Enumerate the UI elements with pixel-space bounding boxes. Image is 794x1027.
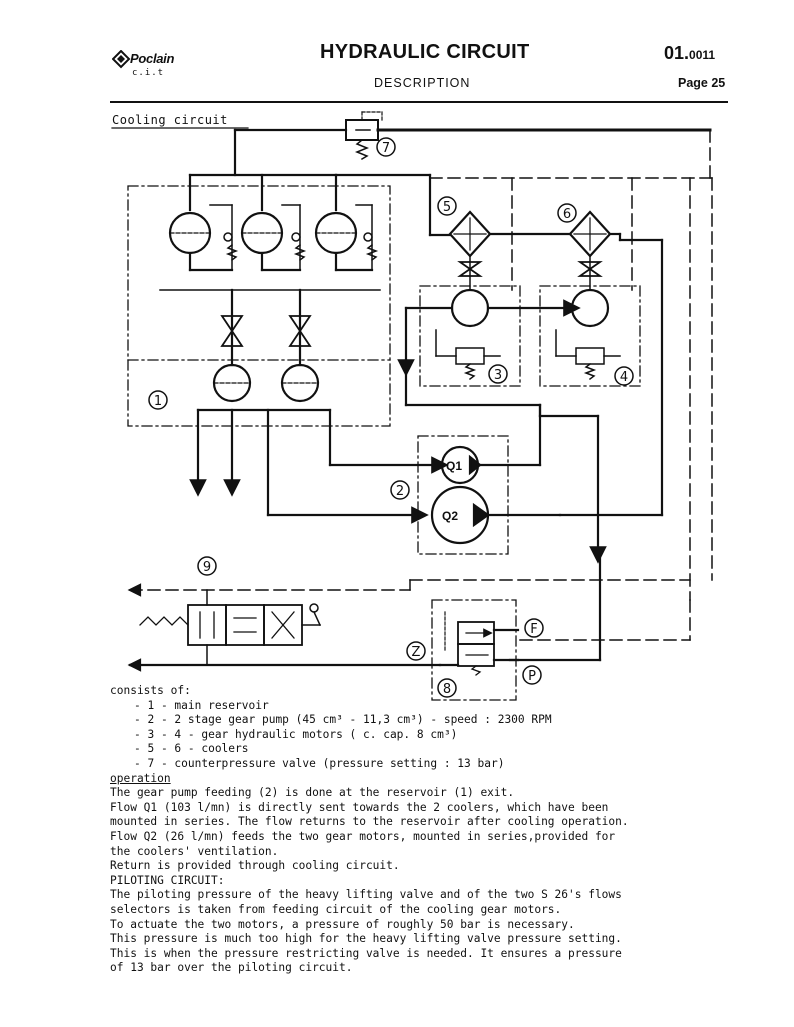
header-rule <box>110 101 728 103</box>
svg-text:9: 9 <box>203 560 211 575</box>
operation-line: Flow Q1 (103 l/mn) is directly sent towa… <box>110 800 609 814</box>
brand-name: Poclain <box>130 51 175 66</box>
section-label: Cooling circuit <box>112 113 228 127</box>
svg-text:F: F <box>530 622 537 637</box>
callout-3: 3 <box>488 364 508 384</box>
pump-q1-label: Q1 <box>446 459 462 473</box>
svg-text:Z: Z <box>412 645 421 660</box>
piloting-line: The piloting pressure of the heavy lifti… <box>110 888 622 902</box>
svg-text:8: 8 <box>443 682 451 697</box>
operation-line: mounted in series. The flow returns to t… <box>110 815 629 829</box>
brand-sub: c.i.t <box>132 68 165 78</box>
operation-line: Flow Q2 (26 l/mn) feeds the two gear mot… <box>110 829 616 843</box>
svg-text:4: 4 <box>620 370 628 385</box>
page-number: Page 25 <box>678 76 726 90</box>
component-line: - 2 - 2 stage gear pump (45 cm³ - 11,3 c… <box>134 713 552 727</box>
operation-line: the coolers' ventilation. <box>110 844 279 858</box>
poclain-logo-icon <box>112 50 131 69</box>
callout-6: 6 <box>557 203 577 223</box>
callout-4: 4 <box>614 366 634 386</box>
component-line: - 7 - counterpressure valve (pressure se… <box>134 756 505 770</box>
svg-text:6: 6 <box>563 207 571 222</box>
callout-1: 1 <box>148 390 168 410</box>
description-text: consists of: - 1 - main reservoir - 2 - … <box>110 684 710 976</box>
doc-number-main: 01. <box>664 43 690 63</box>
component-line: - 3 - 4 - gear hydraulic motors ( c. cap… <box>134 727 458 741</box>
svg-text:2: 2 <box>396 484 404 499</box>
svg-text:P: P <box>528 669 536 684</box>
pump-q2-label: Q2 <box>442 509 458 523</box>
piloting-line: This pressure is much too high for the h… <box>110 932 622 946</box>
doc-number: 01.0011 <box>664 43 715 64</box>
callout-9: 9 <box>197 556 217 576</box>
component-line: - 1 - main reservoir <box>134 698 269 712</box>
port-f: F <box>524 618 544 638</box>
operation-heading: operation <box>110 771 171 785</box>
svg-text:7: 7 <box>382 141 390 156</box>
component-line: - 5 - 6 - coolers <box>134 742 249 756</box>
svg-text:3: 3 <box>494 368 502 383</box>
piloting-line: selectors is taken from feeding circuit … <box>110 902 562 916</box>
operation-line: The gear pump feeding (2) is done at the… <box>110 786 515 800</box>
port-z: Z <box>406 641 426 661</box>
port-p: P <box>522 665 542 685</box>
operation-line: Return is provided through cooling circu… <box>110 859 400 873</box>
callout-7: 7 <box>376 137 396 157</box>
doc-number-sub: 0011 <box>689 48 716 62</box>
svg-text:5: 5 <box>443 200 451 215</box>
page-subtitle: DESCRIPTION <box>374 76 471 90</box>
callout-2: 2 <box>390 480 410 500</box>
intro-line: consists of: <box>110 684 191 697</box>
page-title: HYDRAULIC CIRCUIT <box>320 41 530 63</box>
poclain-logo: Poclain c.i.t <box>112 44 202 84</box>
callout-8: 8 <box>437 678 457 698</box>
piloting-line: This is when the pressure restricting va… <box>110 946 622 960</box>
piloting-line: To actuate the two motors, a pressure of… <box>110 917 575 931</box>
svg-text:1: 1 <box>154 394 162 409</box>
callout-5: 5 <box>437 196 457 216</box>
piloting-heading: PILOTING CIRCUIT: <box>110 873 225 887</box>
piloting-line: of 13 bar over the piloting circuit. <box>110 961 353 975</box>
